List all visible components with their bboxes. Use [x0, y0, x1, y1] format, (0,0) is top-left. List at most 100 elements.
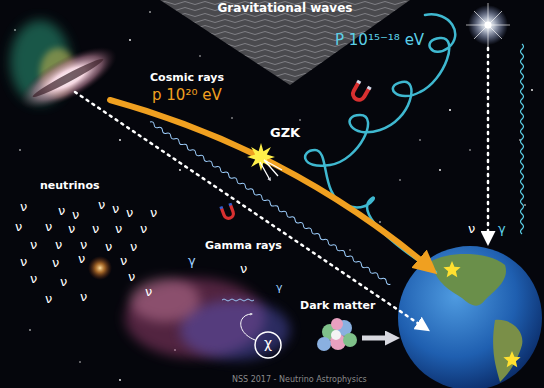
galaxy-disk — [11, 35, 125, 121]
star — [524, 204, 526, 206]
neutrino-symbol: ν — [20, 200, 27, 214]
star — [149, 11, 151, 13]
neutrino-symbol: ν — [80, 290, 87, 304]
neutrino-symbol: ν — [140, 222, 147, 236]
star — [439, 169, 441, 171]
neutrino-symbol: ν — [52, 256, 59, 270]
gamma-symbol: γ — [498, 222, 506, 236]
messenger-label: Dark matter — [300, 300, 375, 312]
bright-star — [466, 3, 510, 47]
neutrino-path — [75, 92, 425, 328]
neutrino-symbol: ν — [58, 204, 65, 218]
energy-label: p 10²⁰ eV — [152, 87, 222, 104]
neutrino-symbol: ν — [78, 252, 85, 266]
magnet-poles — [357, 81, 371, 89]
cluster-ball — [317, 337, 331, 351]
star-core — [485, 22, 492, 29]
detector-star — [503, 351, 520, 367]
magnet-poles — [220, 204, 232, 208]
neutrino-symbol: ν — [115, 222, 122, 236]
star — [379, 221, 381, 223]
neutrino-symbol: ν — [150, 206, 157, 220]
earth — [398, 246, 542, 388]
neutrino-symbol: ν — [20, 255, 27, 269]
star — [299, 119, 300, 120]
neutrino-symbol: ν — [130, 240, 137, 254]
detector-star — [443, 261, 460, 277]
star — [79, 361, 80, 362]
gamma-symbol: γ — [188, 254, 196, 268]
neutrino-symbol: ν — [468, 222, 475, 236]
process-label: GZK — [270, 126, 300, 140]
gamma-symbol: γ — [276, 282, 283, 294]
neutrino-symbol: ν — [55, 238, 62, 252]
neutrino-symbol: ν — [80, 238, 87, 252]
neutrino-symbol: ν — [30, 238, 37, 252]
neutrino-symbol: ν — [92, 222, 99, 236]
neutrino-symbol: ν — [60, 275, 67, 289]
dark-matter-cluster — [317, 318, 357, 351]
neutrino-symbol: ν — [98, 198, 105, 212]
star — [349, 249, 350, 250]
neutrino-symbol: ν — [105, 240, 112, 254]
star-spikes — [466, 3, 510, 47]
star — [179, 169, 181, 171]
neutrino-symbol: ν — [45, 220, 52, 234]
magnet-icon — [220, 204, 236, 220]
neutrino-symbol: ν — [126, 206, 133, 220]
star — [469, 149, 470, 150]
neutrino-path — [487, 48, 490, 240]
neutrino-symbol: ν — [240, 262, 247, 276]
energy-label: P 10¹⁵⁻¹⁸ eV — [335, 32, 424, 49]
messenger-label: neutrinos — [40, 180, 100, 192]
cosmic-ray-arrow — [110, 100, 430, 268]
star — [119, 379, 121, 381]
neutrino-symbol: ν — [72, 208, 79, 222]
wimp-arrow — [241, 314, 255, 340]
watermark: NSS 2017 - Neutrino Astrophysics — [232, 376, 367, 385]
neutrino-symbol: ν — [68, 222, 75, 236]
neutrino-symbol: ν — [45, 292, 52, 306]
star — [199, 55, 200, 56]
gamma-wave — [222, 299, 254, 301]
star — [14, 29, 16, 31]
star — [399, 179, 400, 180]
charged-particle-track — [305, 14, 455, 272]
neutrino-symbol: ν — [145, 285, 152, 299]
magnet-icon — [349, 81, 371, 103]
neutrino-symbol: ν — [128, 270, 135, 284]
cluster-ball — [331, 318, 343, 330]
wave-label: Gravitational waves — [218, 2, 353, 15]
secondary-arrows — [260, 160, 282, 180]
distant-galaxy — [88, 256, 112, 280]
gamma-wave-line — [222, 299, 254, 301]
gamma-wave-line — [149, 121, 391, 286]
messenger-label: Gamma rays — [205, 240, 282, 252]
dark-matter-arrow — [362, 336, 394, 341]
magnet-body — [351, 82, 369, 102]
gamma-wave-line — [521, 44, 524, 234]
neutrino-symbol: ν — [15, 220, 22, 234]
gzk-burst — [247, 143, 282, 180]
earth-globe — [398, 246, 542, 388]
magnet-body — [221, 204, 234, 219]
particle-symbol: χ — [264, 336, 272, 351]
neutrino-symbol: ν — [112, 202, 119, 216]
star — [231, 117, 232, 118]
star — [19, 149, 21, 151]
star — [119, 139, 121, 141]
star — [419, 139, 420, 140]
dust-lane — [31, 56, 105, 101]
nebula — [125, 278, 290, 360]
cluster-ball — [343, 333, 357, 347]
star — [129, 39, 131, 41]
star — [29, 329, 31, 331]
neutrino-symbol: ν — [120, 254, 127, 268]
source-galaxy — [10, 20, 125, 121]
continent — [430, 254, 506, 306]
messenger-label: Cosmic rays — [150, 72, 224, 84]
star — [449, 109, 451, 111]
gamma-wave — [149, 121, 391, 286]
